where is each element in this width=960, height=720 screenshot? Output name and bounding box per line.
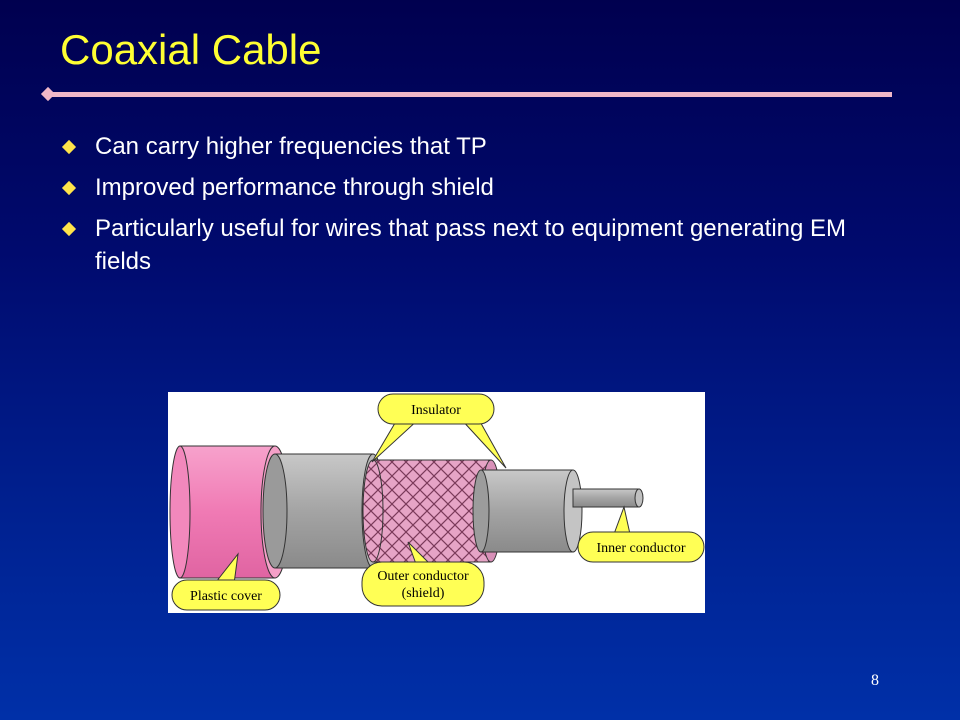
page-number: 8	[871, 672, 879, 689]
insulator-callout: Insulator	[371, 393, 507, 469]
bullet-diamond-icon	[61, 180, 77, 196]
inner-conductor-shape	[572, 488, 644, 508]
outer-conductor-label-line1: Outer conductor	[377, 569, 469, 584]
outer-conductor-label-line2: (shield)	[402, 586, 445, 601]
inner-conductor-callout: Inner conductor	[577, 505, 705, 563]
insulator-label: Insulator	[411, 403, 461, 418]
inner-conductor-label: Inner conductor	[596, 541, 685, 556]
bullet-list: Can carry higher frequencies that TP Imp…	[60, 130, 900, 286]
inner-insulator-shape	[472, 469, 583, 553]
bullet-text: Particularly useful for wires that pass …	[95, 215, 847, 275]
coaxial-cable-diagram: Insulator Inner conductor Outer conducto…	[168, 392, 705, 613]
plastic-cover-label: Plastic cover	[190, 589, 262, 604]
title-underline-diamond	[40, 86, 56, 102]
bullet-diamond-icon	[61, 221, 77, 237]
bullet-item: Particularly useful for wires that pass …	[60, 212, 900, 278]
slide-title: Coaxial Cable	[60, 26, 322, 73]
bullet-item: Can carry higher frequencies that TP	[60, 130, 900, 163]
bullet-text: Can carry higher frequencies that TP	[95, 133, 487, 160]
bullet-diamond-icon	[61, 139, 77, 155]
outer-conductor-callout: Outer conductor (shield)	[361, 541, 485, 607]
title-underline	[48, 92, 892, 97]
bullet-item: Improved performance through shield	[60, 171, 900, 204]
bullet-text: Improved performance through shield	[95, 174, 494, 201]
plastic-cover-callout: Plastic cover	[171, 552, 281, 611]
